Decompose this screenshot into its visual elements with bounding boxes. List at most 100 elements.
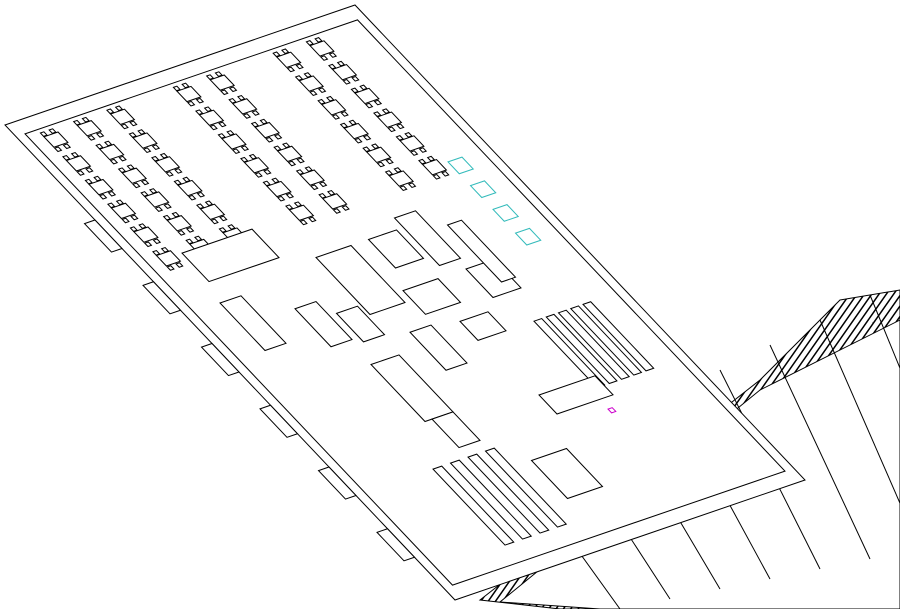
dining-table: [77, 121, 101, 136]
chair: [230, 87, 237, 92]
chair: [175, 169, 182, 174]
chair: [321, 56, 328, 61]
chair: [329, 64, 336, 69]
chair: [211, 219, 218, 224]
chair: [111, 159, 118, 164]
dining-table: [310, 41, 334, 56]
chair: [108, 203, 115, 208]
chair: [305, 167, 312, 172]
chair: [420, 148, 427, 153]
dining-table: [167, 216, 191, 231]
chair: [182, 83, 189, 88]
chair: [304, 73, 311, 78]
kitchen-unit: [410, 325, 467, 370]
chair: [63, 156, 70, 161]
chair: [164, 204, 171, 209]
chair: [85, 179, 92, 184]
chair: [318, 99, 325, 104]
chair: [342, 206, 349, 211]
chair: [153, 145, 160, 150]
chair: [107, 109, 114, 114]
chair: [397, 124, 404, 129]
window-bay: [377, 529, 415, 561]
stairs: [220, 296, 286, 351]
chair: [129, 133, 136, 138]
chair: [196, 110, 203, 115]
dining-table: [278, 146, 302, 161]
chair: [442, 172, 449, 177]
dining-table: [378, 112, 402, 127]
chair: [127, 165, 134, 170]
chair: [138, 130, 145, 135]
chair: [386, 171, 393, 176]
shelf-rack: [451, 460, 532, 539]
chair: [295, 202, 302, 207]
chair: [119, 156, 126, 161]
chair: [197, 204, 204, 209]
chair: [330, 53, 337, 58]
chair: [360, 85, 367, 90]
dining-table: [400, 136, 424, 151]
dining-table: [145, 192, 169, 207]
chair: [55, 147, 62, 152]
chair: [275, 135, 282, 140]
chair: [139, 224, 146, 229]
chair: [122, 218, 129, 223]
inner-wall: [25, 20, 785, 585]
window-bay: [319, 467, 357, 499]
chair: [74, 120, 81, 125]
dining-table: [277, 52, 301, 67]
chair: [167, 266, 174, 271]
chair: [375, 100, 382, 105]
chair: [88, 136, 95, 141]
chair: [145, 242, 152, 247]
chair: [228, 225, 235, 230]
window-bay: [260, 405, 298, 437]
cyan-table: [448, 157, 473, 174]
chair: [142, 180, 149, 185]
chair: [219, 122, 226, 127]
chair: [153, 251, 160, 256]
dining-table: [245, 158, 269, 173]
shelf-rack: [486, 448, 567, 527]
chair: [405, 133, 412, 138]
chair: [94, 176, 101, 181]
chair: [96, 144, 103, 149]
chair: [266, 138, 273, 143]
office-room: [337, 306, 385, 342]
chair: [152, 157, 159, 162]
dining-table: [178, 180, 202, 195]
building-plan: [0, 5, 805, 604]
chair: [351, 88, 358, 93]
chair: [174, 180, 181, 185]
dining-table: [344, 123, 368, 138]
chair: [343, 80, 350, 85]
chair: [334, 209, 341, 214]
chair: [187, 228, 194, 233]
dining-table: [44, 132, 68, 147]
chair: [288, 67, 295, 72]
chair: [319, 194, 326, 199]
chair: [264, 170, 271, 175]
chair: [372, 144, 379, 149]
chair: [105, 141, 112, 146]
chair: [296, 64, 303, 69]
storage-shelf: [546, 314, 617, 383]
chair: [189, 195, 196, 200]
cyan-table: [516, 228, 541, 245]
chair: [263, 181, 270, 186]
chair: [227, 131, 234, 136]
chair: [349, 120, 356, 125]
chair: [333, 115, 340, 120]
partition-wall: [539, 376, 613, 414]
chair: [162, 248, 169, 253]
chair: [274, 146, 281, 151]
kitchen-island: [369, 230, 424, 268]
chair: [242, 146, 249, 151]
chair: [400, 186, 407, 191]
chair: [173, 86, 180, 91]
chair: [388, 127, 395, 132]
chair: [86, 168, 93, 173]
chair: [363, 147, 370, 152]
dining-table: [133, 133, 157, 148]
